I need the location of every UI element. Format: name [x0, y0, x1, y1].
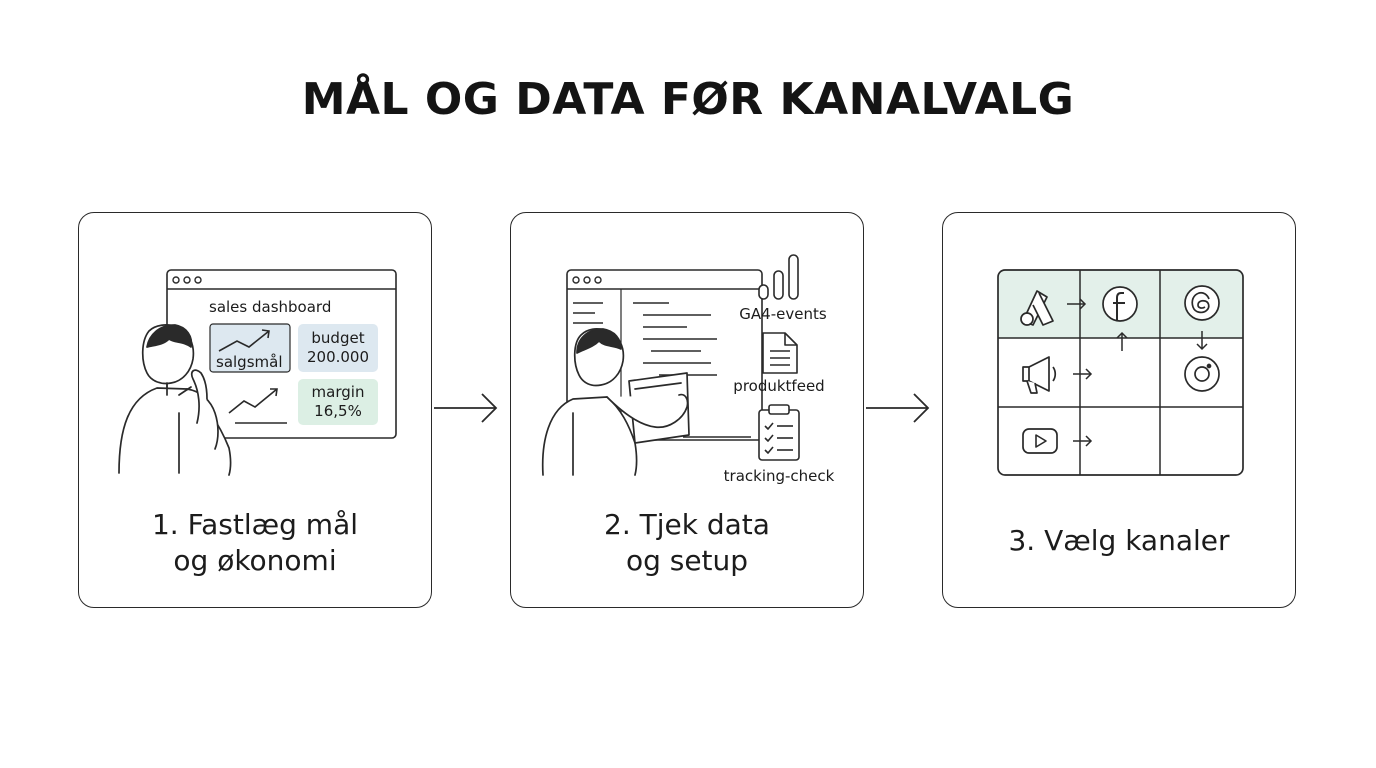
megaphone-icon — [1022, 356, 1057, 394]
flow-arrow-icon — [866, 393, 930, 423]
step-1-label-line1: 1. Fastlæg mål — [151, 508, 359, 541]
step-card-1: sales dashboard salgsmål budget 200.000 … — [78, 212, 432, 608]
document-icon — [762, 332, 798, 374]
thinking-person-icon — [118, 324, 232, 476]
ga4-events-label: GA4-events — [739, 305, 827, 323]
step-2-illustration: GA4-events produktfeed tracking-check — [541, 254, 835, 485]
budget-value: 200.000 — [307, 348, 369, 366]
step-2-label-line2: og setup — [625, 544, 749, 577]
margin-value: 16,5% — [314, 402, 362, 420]
google-ads-icon — [1020, 290, 1054, 326]
step-card-3: 3. Vælg kanaler — [942, 212, 1296, 608]
budget-tile — [298, 324, 378, 372]
step-2-label-line1: 2. Tjek data — [604, 508, 770, 541]
budget-label: budget — [311, 329, 364, 347]
trend-line-icon — [228, 388, 278, 414]
step-3-illustration — [997, 269, 1244, 476]
step-3-label-line1: 3. Vælg kanaler — [1008, 524, 1230, 557]
step-card-2: GA4-events produktfeed tracking-check — [510, 212, 864, 608]
bar-chart-icon — [758, 254, 799, 300]
code-lines — [573, 302, 717, 376]
window-dot-icon — [194, 276, 202, 284]
salgsmal-tile — [209, 323, 291, 373]
clipboard-check-icon — [758, 404, 800, 461]
channel-grid — [997, 269, 1244, 476]
window-dot-icon — [572, 276, 580, 284]
step-1-label: 1. Fastlæg mål og økonomi — [79, 507, 431, 579]
salgsmal-label: salgsmål — [216, 353, 282, 371]
window-dot-icon — [594, 276, 602, 284]
facebook-icon — [1102, 286, 1138, 322]
step-3-label: 3. Vælg kanaler — [943, 523, 1295, 559]
diagram-title: MÅL OG DATA FØR KANALVALG — [301, 74, 1075, 125]
window-dot-icon — [183, 276, 191, 284]
youtube-icon — [1022, 428, 1058, 454]
flow-arrow-icon — [434, 393, 498, 423]
margin-tile — [298, 379, 378, 425]
window-dot-icon — [583, 276, 591, 284]
dashboard-title: sales dashboard — [209, 298, 331, 316]
person-with-tablet-icon — [541, 328, 690, 476]
step-1-label-line2: og økonomi — [173, 544, 337, 577]
margin-label: margin — [312, 383, 365, 401]
threads-icon — [1184, 285, 1220, 321]
step-2-label: 2. Tjek data og setup — [511, 507, 863, 579]
trend-up-icon — [218, 330, 270, 352]
tracking-check-label: tracking-check — [724, 467, 835, 485]
window-dot-icon — [172, 276, 180, 284]
instagram-icon — [1184, 356, 1220, 392]
produktfeed-label: produktfeed — [733, 377, 824, 395]
step-1-illustration: sales dashboard salgsmål budget 200.000 … — [118, 269, 397, 476]
